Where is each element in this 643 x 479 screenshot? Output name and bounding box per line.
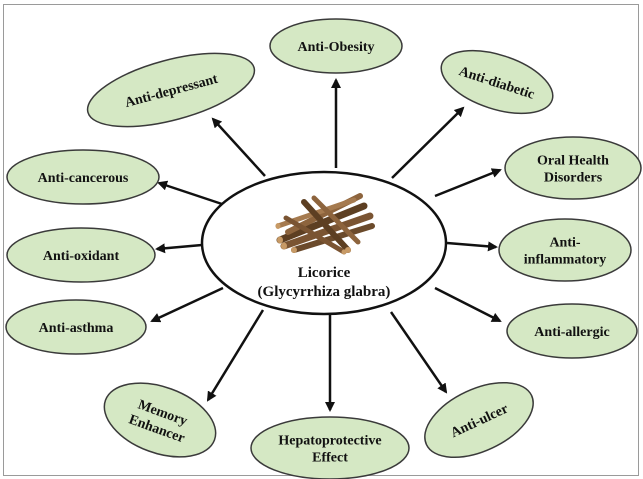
center-subtitle: (Glycyrrhiza glabra)	[258, 284, 391, 300]
node-label-anti-obesity: Anti-Obesity	[298, 40, 375, 55]
node-ellipse-anti-cancerous	[6, 149, 160, 205]
arrow-anti-depressant	[211, 117, 266, 177]
node-anti-depressant: Anti-depressant	[86, 52, 256, 128]
licorice-root-sticks-icon	[275, 193, 375, 255]
node-label-anti-asthma: Anti-asthma	[39, 321, 114, 336]
node-anti-ulcer: Anti-ulcer	[424, 381, 534, 459]
arrow-anti-ulcer	[389, 311, 448, 394]
node-ellipse-anti-oxidant	[6, 227, 156, 283]
center-node: Licorice (Glycyrrhiza glabra)	[200, 170, 448, 316]
node-label-anti-cancerous: Anti-cancerous	[38, 171, 129, 186]
node-label-anti-allergic: Anti-allergic	[534, 325, 609, 340]
node-label-anti-inflammatory-line-2: inflammatory	[524, 253, 606, 268]
node-label-anti-oxidant: Anti-oxidant	[43, 249, 120, 264]
arrow-anti-allergic	[434, 286, 502, 323]
node-label-hepatoprotective-effect-line-1: Hepatoprotective	[278, 434, 381, 449]
node-label-oral-health-disorders-line-1: Oral Health	[537, 154, 609, 169]
node-ellipse-anti-allergic	[506, 303, 638, 359]
node-ellipse-anti-asthma	[5, 299, 147, 355]
arrow-anti-oxidant	[155, 243, 203, 254]
node-anti-cancerous: Anti-cancerous	[6, 149, 160, 205]
arrows-layer	[150, 78, 502, 412]
node-anti-inflammatory: Anti-inflammatory	[498, 218, 632, 282]
node-ellipse-memory-enhancer	[103, 382, 217, 458]
node-label-oral-health-disorders-line-2: Disorders	[544, 171, 603, 186]
node-ellipse-anti-ulcer	[424, 381, 534, 459]
node-anti-allergic: Anti-allergic	[506, 303, 638, 359]
node-ellipse-anti-depressant	[86, 52, 256, 128]
node-anti-oxidant: Anti-oxidant	[6, 227, 156, 283]
node-ellipse-anti-inflammatory	[498, 218, 632, 282]
node-ellipse-oral-health-disorders	[504, 136, 642, 200]
node-anti-diabetic: Anti-diabetic	[440, 49, 554, 115]
arrow-memory-enhancer	[206, 309, 265, 402]
arrow-anti-inflammatory	[446, 241, 498, 252]
node-ellipse-hepatoprotective-effect	[250, 416, 410, 479]
node-anti-asthma: Anti-asthma	[5, 299, 147, 355]
node-label-hepatoprotective-effect-line-2: Effect	[312, 451, 348, 466]
arrow-oral-health-disorders	[434, 168, 502, 198]
arrow-anti-asthma	[150, 286, 224, 323]
center-title: Licorice	[298, 265, 351, 281]
node-anti-obesity: Anti-Obesity	[269, 18, 403, 74]
arrow-anti-diabetic	[391, 106, 465, 179]
node-ellipse-anti-obesity	[269, 18, 403, 74]
arrow-anti-cancerous	[157, 180, 223, 206]
node-ellipse-anti-diabetic	[440, 49, 554, 115]
node-label-anti-inflammatory-line-1: Anti-	[549, 236, 580, 251]
